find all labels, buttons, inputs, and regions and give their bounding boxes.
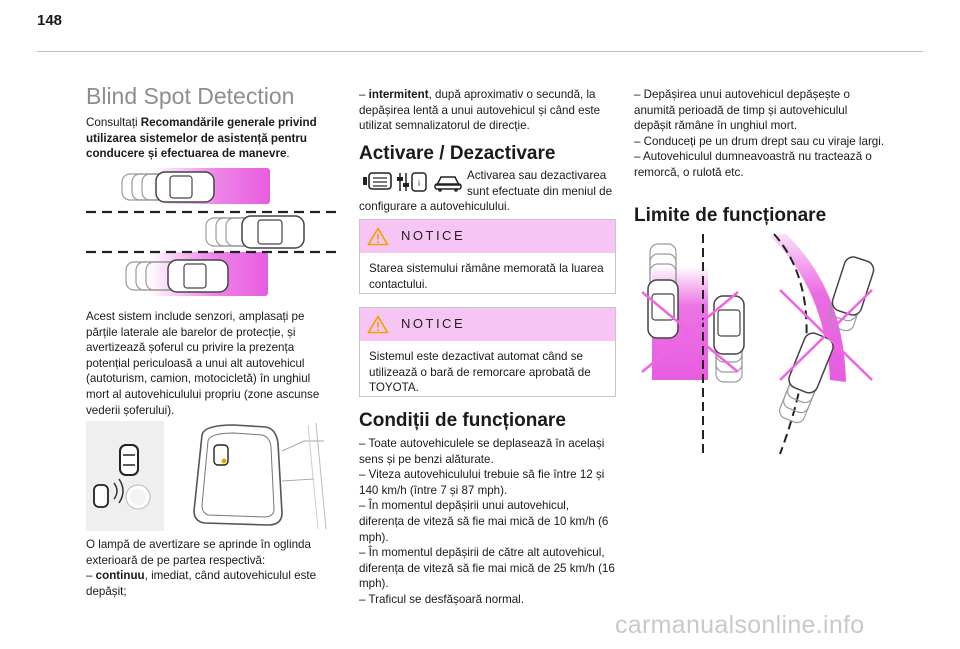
limits-illustration (640, 230, 890, 460)
sliders-icon: i (397, 172, 427, 192)
limits-list: – Depășirea unui autovehicul depășește o… (634, 87, 886, 181)
warning-triangle-icon (367, 227, 389, 246)
intro-post: . (286, 147, 290, 161)
notice-text: Sistemul este dezactivat automat când se… (369, 350, 591, 395)
section-title: Blind Spot Detection (86, 83, 295, 109)
conditions-list: – Toate autovehiculele se deplasează în … (359, 436, 617, 608)
intro-pre: Consultați (86, 116, 141, 129)
notice-label: NOTICE (401, 228, 466, 243)
system-description: Acest sistem include senzori, amplasați … (86, 310, 320, 417)
svg-text:i: i (418, 179, 420, 188)
mirror-paragraph: O lampă de avertizare se aprinde în ogli… (86, 538, 311, 567)
watermark: carmanualsonline.info (615, 611, 865, 639)
bullet-intermittent: – intermitent, după aproximativ o secund… (359, 88, 601, 133)
list-item: – În momentul depășirii de către alt aut… (359, 546, 615, 591)
mirror-illustration (174, 421, 328, 531)
intro-link[interactable]: Recomandările generale privind utilizare… (86, 116, 317, 161)
list-item: – Toate autovehiculele se deplasează în … (359, 437, 605, 466)
activation-heading: Activare / Dezactivare (359, 143, 556, 164)
notice-text: Starea sistemului rămâne memorată la lua… (369, 262, 604, 291)
page-number: 148 (37, 12, 63, 29)
list-item: – Viteza autovehiculului trebuie să fie … (359, 468, 605, 497)
car-outline-icon (434, 176, 462, 192)
notice-box-memory: NOTICE Starea sistemului rămâne memorată… (359, 219, 616, 294)
conditions-heading: Condiții de funcționare (359, 410, 566, 431)
activation-text-bottom: configurare a autovehiculului. (359, 200, 510, 213)
limits-heading: Limite de funcționare (634, 205, 827, 226)
notice-box-towbar: NOTICE Sistemul este dezactivat automat … (359, 307, 616, 397)
notice-header: NOTICE (360, 308, 615, 341)
notice-label: NOTICE (401, 316, 466, 331)
warning-lamp-illustration (86, 421, 164, 531)
blind-spot-illustration (86, 166, 338, 301)
list-item: – Autovehiculul dumneavoastră nu tractea… (634, 150, 872, 179)
car-settings-icon (363, 172, 392, 190)
intro-paragraph: Consultați Recomandările generale privin… (86, 115, 324, 162)
list-item: – Conduceți pe un drum drept sau cu vira… (634, 134, 885, 148)
activation-text-top: Activarea sau dezactivarea sunt efectuat… (467, 169, 613, 198)
list-item: – Traficul se desfășoară normal. (359, 592, 524, 606)
menu-icons: i (361, 171, 471, 193)
list-item: – În momentul depășirii unui autovehicul… (359, 499, 609, 544)
notice-header: NOTICE (360, 220, 615, 253)
header-divider (37, 51, 923, 52)
warning-triangle-icon (367, 315, 389, 334)
list-item: – Depășirea unui autovehicul depășește o… (634, 88, 850, 133)
bullet-continuous: – continuu, imediat, când autovehiculul … (86, 569, 317, 598)
